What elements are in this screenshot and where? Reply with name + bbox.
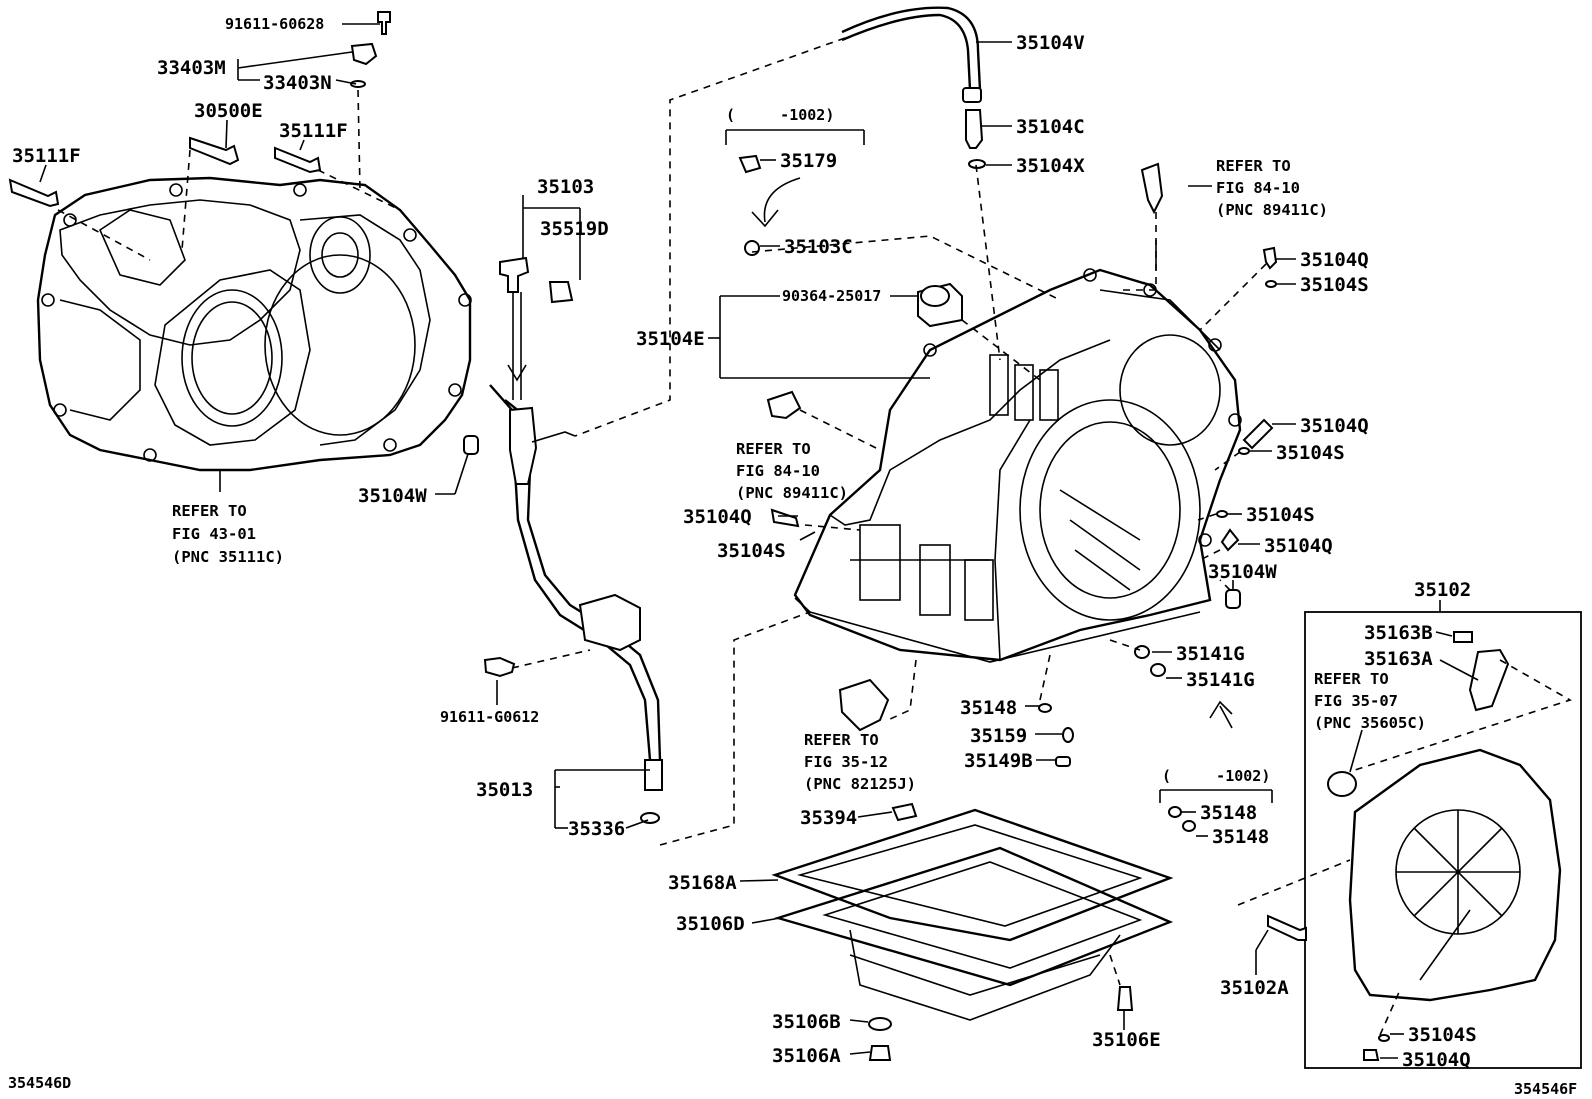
label-35163A[interactable]: 35163A [1364,648,1433,670]
breather-hose-illustration [841,6,986,169]
leader-lines [39,23,1479,1059]
label-35336[interactable]: 35336 [568,818,625,840]
reference-notes: REFER TO FIG 43-01 (PNC 35111C) REFER TO… [172,157,1426,793]
label-35104Q[interactable]: 35104Q [1402,1049,1471,1071]
svg-text:(PNC 89411C): (PNC 89411C) [736,484,848,502]
label-35106D[interactable]: 35106D [676,913,745,935]
svg-text:FIG 35-12: FIG 35-12 [804,753,888,771]
label-35104S[interactable]: 35104S [1246,504,1315,526]
label-35111F[interactable]: 35111F [12,145,81,167]
svg-text:FIG 84-10: FIG 84-10 [1216,179,1300,197]
svg-text:REFER TO: REFER TO [736,440,811,458]
label-35148[interactable]: 35148 [1200,802,1257,824]
reference-fig-35-07[interactable]: REFER TO FIG 35-07 (PNC 35605C) [1314,670,1426,732]
label-91611-G0612[interactable]: 91611-G0612 [440,708,539,726]
label-33403M[interactable]: 33403M [157,57,226,79]
label-35141G[interactable]: 35141G [1176,643,1245,665]
label-35103C[interactable]: 35103C [784,236,853,258]
label-35104W[interactable]: 35104W [358,485,427,507]
part-number-labels: 91611-60628 33403M 33403N 30500E 35111F … [12,15,1477,1071]
label-35148[interactable]: 35148 [960,697,1017,719]
label-35104Q[interactable]: 35104Q [1264,535,1333,557]
dashed-alignment-lines [57,37,1572,1036]
label-35104S[interactable]: 35104S [717,540,786,562]
label-35104Q[interactable]: 35104Q [1300,415,1369,437]
label-35163B[interactable]: 35163B [1364,622,1433,644]
label-35104Q[interactable]: 35104Q [683,506,752,528]
label-35013[interactable]: 35013 [476,779,533,801]
reference-fig-35-12[interactable]: REFER TO FIG 35-12 (PNC 82125J) [804,731,916,793]
label-35106B[interactable]: 35106B [772,1011,841,1033]
label-35394[interactable]: 35394 [800,807,857,829]
svg-text:(PNC 35111C): (PNC 35111C) [172,548,284,566]
label-35179[interactable]: 35179 [780,150,837,172]
date-range-label: ( -1002) [1162,767,1270,785]
label-35104X[interactable]: 35104X [1016,155,1085,177]
svg-text:(PNC 89411C): (PNC 89411C) [1216,201,1328,219]
label-35102A[interactable]: 35102A [1220,977,1289,999]
label-35106A[interactable]: 35106A [772,1045,841,1067]
label-35168A[interactable]: 35168A [668,872,737,894]
reference-fig-84-10[interactable]: REFER TO FIG 84-10 (PNC 89411C) [1216,157,1328,219]
label-35104Q[interactable]: 35104Q [1300,249,1369,271]
svg-text:FIG 35-07: FIG 35-07 [1314,692,1398,710]
label-35106E[interactable]: 35106E [1092,1029,1161,1051]
label-90364-25017[interactable]: 90364-25017 [782,287,881,305]
label-35104W[interactable]: 35104W [1208,561,1277,583]
svg-text:REFER TO: REFER TO [804,731,879,749]
date-range-label: ( -1002) [726,106,834,124]
label-35103[interactable]: 35103 [537,176,594,198]
oil-pan-illustration [771,808,1174,1061]
svg-text:REFER TO: REFER TO [1216,157,1291,175]
bolt-illustrations-top-left [8,11,479,455]
reference-fig-84-10[interactable]: REFER TO FIG 84-10 (PNC 89411C) [736,440,848,502]
transaxle-case-illustration [793,268,1242,663]
part-group-frame-35102 [1304,611,1582,1069]
dipstick-tube-illustration [483,256,663,824]
svg-text:(PNC 82125J): (PNC 82125J) [804,775,916,793]
label-35141G[interactable]: 35141G [1186,669,1255,691]
label-35104E[interactable]: 35104E [636,328,705,350]
transaxle-housing-illustration [36,176,472,472]
svg-text:FIG 84-10: FIG 84-10 [736,462,820,480]
label-35104V[interactable]: 35104V [1016,32,1085,54]
label-35104C[interactable]: 35104C [1016,116,1085,138]
label-35159[interactable]: 35159 [970,725,1027,747]
reference-fig-43-01[interactable]: REFER TO FIG 43-01 (PNC 35111C) [172,502,284,566]
illustration-code-left: 354546D [8,1074,71,1092]
illustration-code-right: 354546F [1514,1080,1577,1098]
label-35104S[interactable]: 35104S [1408,1024,1477,1046]
svg-text:REFER TO: REFER TO [1314,670,1389,688]
svg-text:FIG 43-01: FIG 43-01 [172,525,256,543]
label-35149B[interactable]: 35149B [964,750,1033,772]
side-cover-illustration [1267,611,1582,1069]
label-35148[interactable]: 35148 [1212,826,1269,848]
label-91611-60628[interactable]: 91611-60628 [225,15,324,33]
label-33403N[interactable]: 33403N [263,72,332,94]
svg-text:REFER TO: REFER TO [172,502,247,520]
label-30500E[interactable]: 30500E [194,100,263,122]
label-35104S[interactable]: 35104S [1300,274,1369,296]
label-35111F[interactable]: 35111F [279,120,348,142]
label-35519D[interactable]: 35519D [540,218,609,240]
label-35102[interactable]: 35102 [1414,579,1471,601]
case-small-parts-illustrations [738,154,1278,832]
svg-text:(PNC 35605C): (PNC 35605C) [1314,714,1426,732]
label-35104S[interactable]: 35104S [1276,442,1345,464]
